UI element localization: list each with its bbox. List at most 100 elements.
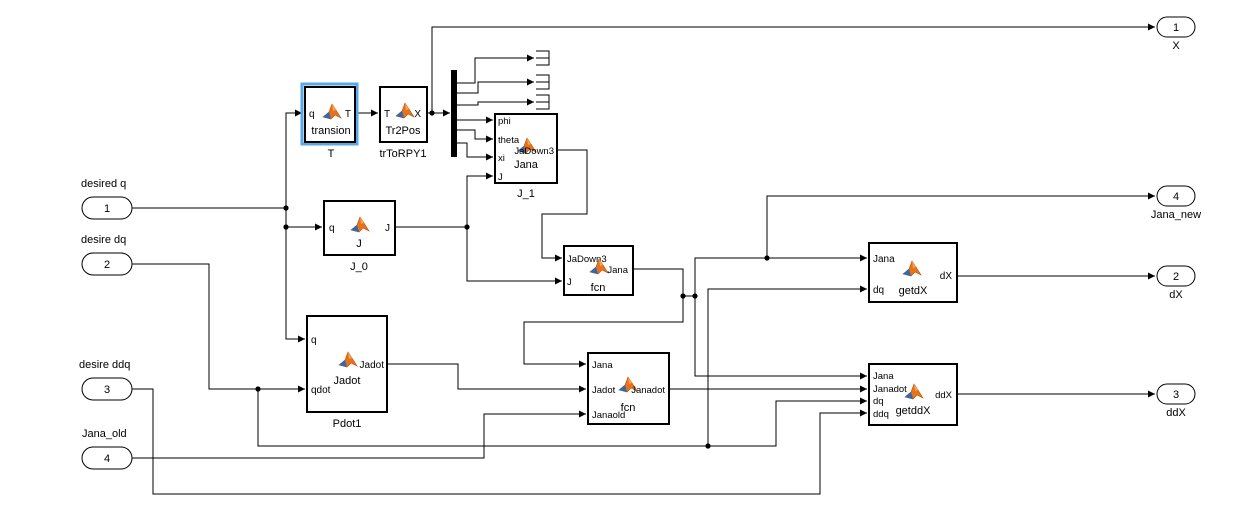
port-label: J (385, 223, 390, 234)
block-T[interactable]: q T transion T (300, 82, 359, 160)
signal-Jana-to-outport4[interactable] (766, 192, 1155, 258)
branch-dot (283, 205, 289, 211)
branch-dot (680, 293, 686, 299)
block-name: J_0 (350, 261, 368, 273)
terminator-icon[interactable] (536, 50, 550, 66)
port-label: Janaold (592, 410, 625, 421)
outport-number: 2 (1173, 271, 1179, 283)
signal-ddq[interactable] (132, 388, 867, 495)
port-label: Janadot (631, 385, 665, 396)
inport-label: desire dq (81, 234, 126, 246)
block-name: T (328, 148, 335, 160)
terminator-icon[interactable] (536, 94, 550, 110)
inport-2[interactable]: 2 desire dq (81, 234, 133, 276)
inport-1[interactable]: 1 desired q (81, 178, 133, 220)
block-trToRPY1[interactable]: T X Tr2Pos trToRPY1 (379, 86, 428, 160)
signal-dq-main[interactable] (132, 263, 305, 393)
branch-dot (464, 224, 470, 230)
signal-J-to-fcn1[interactable] (466, 227, 562, 285)
inport-label: desire ddq (79, 359, 130, 371)
inport-number: 3 (104, 384, 110, 396)
signal-dq-to-getdX[interactable] (707, 285, 867, 446)
port-label: Jana (592, 360, 613, 371)
inport-number: 2 (104, 259, 110, 271)
port-label: q (309, 109, 315, 120)
port-label: JaDown3 (567, 254, 607, 265)
port-label: ddX (935, 390, 953, 401)
branch-dot (283, 224, 289, 230)
port-label: dq (873, 396, 884, 407)
outport-Jana-new[interactable]: 4 Jana_new (1151, 185, 1201, 221)
branch-points (255, 110, 770, 449)
block-title: Tr2Pos (385, 125, 421, 137)
outport-label: Jana_new (1151, 209, 1201, 221)
block-fcn-janadot[interactable]: Jana Jadot Janaold Janadot fcn (587, 352, 670, 425)
outport-number: 4 (1173, 191, 1179, 203)
signal-Jana-out[interactable] (633, 268, 684, 296)
port-label: Jana (873, 254, 895, 265)
demux-block[interactable] (451, 70, 457, 157)
signal-Jana-old[interactable] (132, 410, 586, 459)
signal-JaDown3[interactable] (541, 149, 588, 262)
signal-J-to-J1[interactable] (466, 172, 493, 227)
outport-X[interactable]: 1 X (1156, 16, 1196, 52)
signal-q-to-Pdot1[interactable] (285, 227, 305, 343)
port-label: JaDown3 (514, 146, 554, 157)
signal-demux-out1[interactable] (457, 54, 534, 84)
block-J-0[interactable]: q J J J_0 (323, 200, 396, 273)
signal-demux-out3[interactable] (457, 98, 534, 106)
signal-Jana-to-getddX[interactable] (694, 296, 867, 380)
outport-number: 3 (1173, 389, 1179, 401)
branch-dot (705, 443, 711, 449)
port-label: q (311, 335, 317, 346)
terminator-icon[interactable] (536, 74, 550, 90)
block-fcn-jana[interactable]: JaDown3 J Jana fcn (563, 245, 634, 296)
signal-q-to-J0[interactable] (285, 208, 322, 231)
port-label: T (384, 109, 390, 120)
block-title: getdX (899, 285, 928, 297)
outport-label: ddX (1166, 407, 1186, 419)
inport-number: 1 (104, 203, 110, 215)
block-Pdot1[interactable]: q qdot Jadot Jadot Pdot1 (306, 315, 388, 430)
block-J-1[interactable]: phi theta xi J JaDown3 Jana J_1 (494, 113, 558, 200)
branch-dot (429, 110, 435, 116)
block-title: transion (311, 125, 350, 137)
branch-dot (692, 293, 698, 299)
outport-label: dX (1169, 289, 1183, 301)
port-label: qdot (311, 385, 331, 396)
signal-Jana-to-fcn2[interactable] (523, 296, 684, 368)
branch-dot (764, 255, 770, 261)
inport-label: Jana_old (82, 428, 127, 440)
port-label: Jadot (360, 360, 385, 371)
signal-X-to-outport[interactable] (431, 23, 1155, 113)
port-label: ddq (873, 409, 889, 420)
port-label: J (498, 172, 503, 183)
signal-q-to-T[interactable] (285, 109, 302, 208)
signal-demux-out2[interactable] (457, 78, 534, 94)
branch-dot (255, 386, 261, 392)
inport-3[interactable]: 3 desire ddq (79, 359, 133, 401)
port-label: dX (940, 271, 953, 282)
port-label: q (329, 223, 335, 234)
port-label: dq (873, 285, 884, 296)
block-getdX[interactable]: Jana dq dX getdX (868, 242, 958, 303)
inport-4[interactable]: 4 Jana_old (81, 428, 133, 470)
block-title: Jadot (334, 375, 361, 387)
block-title: J (356, 238, 362, 250)
signal-demux-xi[interactable] (457, 142, 493, 161)
outport-dX[interactable]: 2 dX (1156, 265, 1196, 301)
signal-Jadot[interactable] (387, 363, 586, 393)
signal-dq-to-getddX[interactable] (708, 397, 867, 447)
block-getddX[interactable]: Jana Janadot dq ddq ddX getddX (868, 363, 958, 426)
outport-ddX[interactable]: 3 ddX (1156, 383, 1196, 419)
signal-dq-bottom[interactable] (257, 389, 708, 447)
signal-demux-theta[interactable] (457, 129, 493, 143)
block-name: trToRPY1 (379, 148, 426, 160)
port-label: X (414, 109, 421, 120)
port-label: J (567, 277, 572, 288)
terminators (536, 50, 550, 110)
signal-Jana-branch[interactable] (683, 254, 867, 297)
port-label: Jana (607, 265, 628, 276)
outport-label: X (1172, 40, 1180, 52)
